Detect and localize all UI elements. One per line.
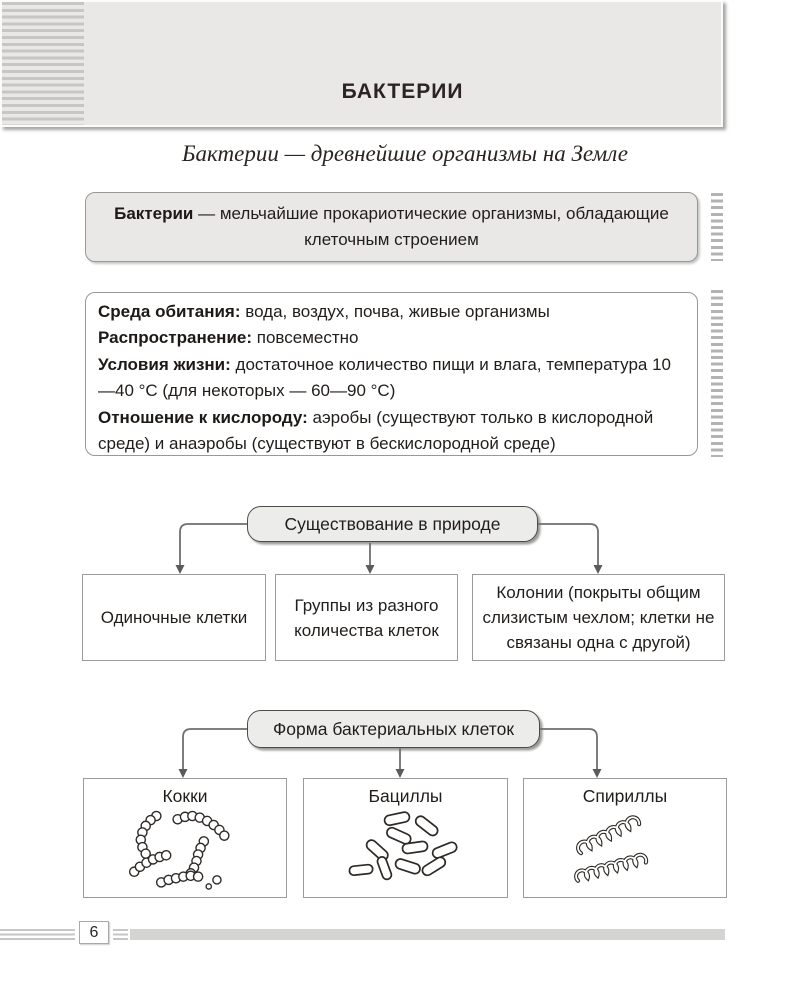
info-line: Среда обитания: вода, воздух, почва, жив…: [98, 302, 550, 321]
chapter-title: БАКТЕРИИ: [341, 80, 464, 103]
cocci-illustration: [128, 810, 230, 890]
info-line: Распространение: повсеместно: [98, 328, 359, 348]
info-line: Условия жизни: достаточное количество пи…: [98, 354, 671, 401]
diagram-forms-title: Форма бактериальных клеток: [247, 710, 540, 748]
form-box-bacilli: Бациллы: [303, 778, 508, 898]
form-box-spirilla: Спириллы: [523, 778, 727, 898]
spirilla-label: Спириллы: [582, 786, 668, 806]
definition-box: Бактерии — мельчайшие прокариотические о…: [85, 192, 698, 262]
footer-bar-decoration: [130, 929, 725, 940]
diagram-existence-title: Существование в природе: [247, 506, 538, 542]
page-subtitle: Бактерии — древнейшие организмы на Земле: [181, 141, 629, 166]
ladder-decoration: [711, 193, 723, 261]
existence-box-single-cells: Одиночные клетки: [82, 574, 266, 661]
stripes-decoration: [2, 2, 84, 125]
ladder-decoration: [711, 290, 723, 457]
chapter-header: БАКТЕРИИ: [0, 0, 723, 127]
form-box-cocci: Кокки: [83, 778, 287, 898]
cocci-label: Кокки: [162, 786, 208, 806]
bacilli-label: Бациллы: [368, 786, 443, 806]
habitat-info-box: Среда обитания: вода, воздух, почва, жив…: [85, 292, 698, 456]
page-number: 6: [79, 921, 109, 944]
spirilla-illustration: [574, 815, 649, 883]
existence-box-groups: Группы из разного количества клеток: [275, 574, 458, 661]
definition-text: Бактерии — мельчайшие прокариотические о…: [114, 204, 669, 249]
bacilli-illustration: [348, 811, 458, 881]
info-line: Отношение к кислороду: аэробы (существую…: [98, 407, 654, 454]
existence-box-colonies: Колонии (покрыты общим слизистым чехлом;…: [472, 574, 725, 661]
definition-term: Бактерии: [114, 204, 194, 223]
footer-lines-decoration: [0, 929, 75, 940]
footer-lines-decoration: [113, 929, 128, 940]
